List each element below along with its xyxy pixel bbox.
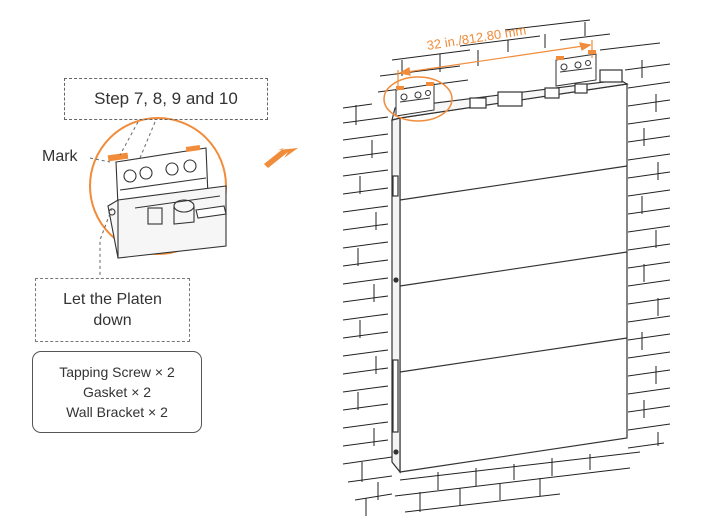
- platen-line-2: down: [93, 312, 132, 329]
- battery-stack: [391, 69, 629, 474]
- highlight-circle: [383, 76, 453, 122]
- mark-label: Mark: [42, 148, 78, 165]
- step-label-box: Step 7, 8, 9 and 10: [64, 78, 268, 120]
- wall-grid: [342, 19, 671, 516]
- wall-horizontal-lines: [342, 19, 671, 513]
- parts-item: Gasket × 2: [82, 384, 152, 400]
- parts-item: Tapping Screw × 2: [59, 364, 175, 380]
- leader-lines: [89, 121, 156, 278]
- wall-vertical-lines: [355, 22, 659, 516]
- dimension-line: [397, 40, 593, 88]
- direction-arrow: [264, 148, 298, 168]
- platen-instruction-box: Let the Platen down: [35, 278, 190, 342]
- parts-list-box: Tapping Screw × 2 Gasket × 2 Wall Bracke…: [32, 351, 202, 433]
- step-label: Step 7, 8, 9 and 10: [94, 89, 238, 108]
- parts-item: Wall Bracket × 2: [66, 404, 168, 420]
- wall-bracket-left: [395, 83, 435, 117]
- wall-bracket-right: [555, 53, 597, 87]
- platen-line-1: Let the Platen: [63, 291, 162, 308]
- detail-callout: [89, 117, 227, 259]
